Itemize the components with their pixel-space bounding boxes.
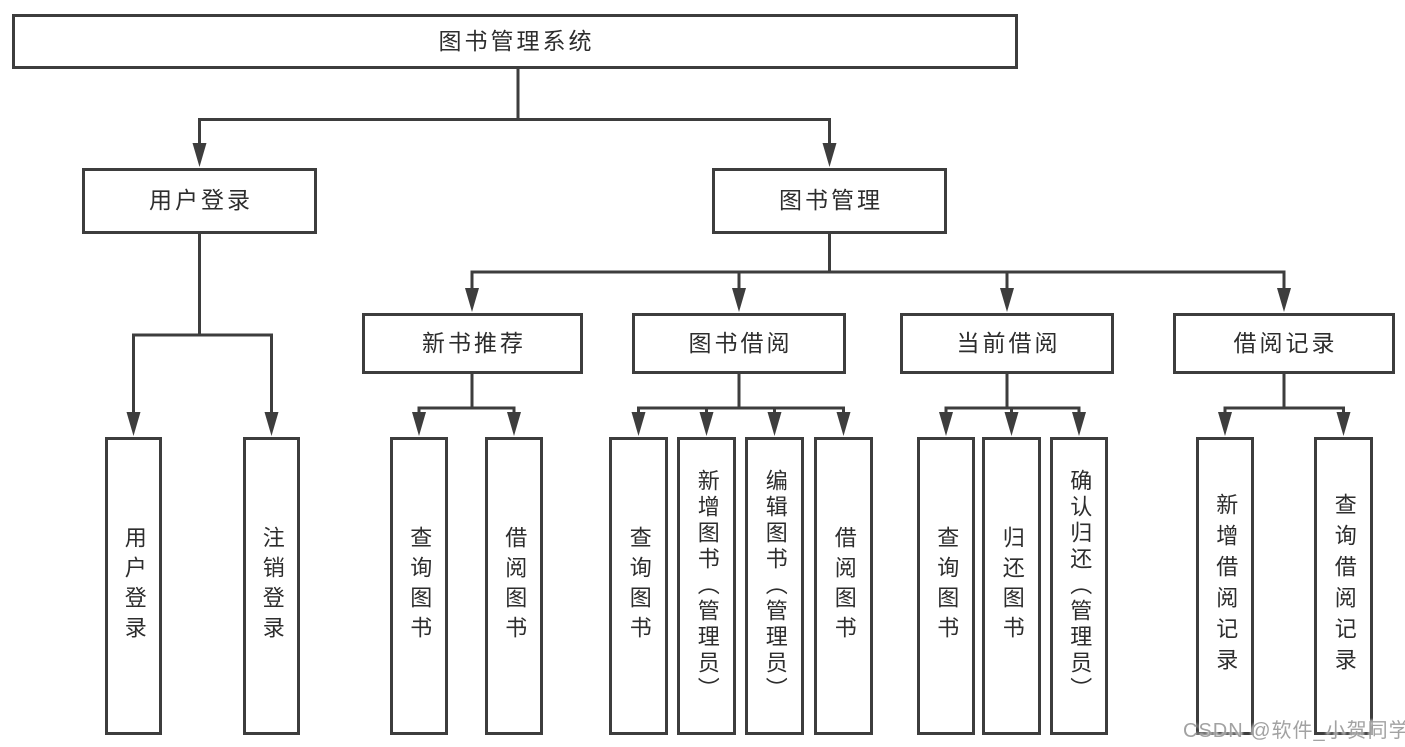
csdn-watermark: CSDN @软件_小贺同学 bbox=[1183, 720, 1405, 742]
leaf-logout: 注销登录 bbox=[243, 437, 300, 735]
node-current-borrowing-label: 当前借阅 bbox=[956, 329, 1061, 356]
leaf-add-borrow-record: 新增借阅记录 bbox=[1196, 437, 1254, 735]
node-book-borrowing: 图书借阅 bbox=[632, 313, 846, 374]
leaf-logout-label: 注销登录 bbox=[259, 526, 285, 646]
node-book-management-label: 图书管理 bbox=[779, 187, 883, 214]
leaf-borrow-books-borrowing-label: 借阅图书 bbox=[831, 526, 857, 646]
leaf-user-login-label: 用户登录 bbox=[121, 526, 147, 646]
leaf-confirm-return-admin-label: 确认归还（管理员） bbox=[1067, 469, 1093, 703]
node-current-borrowing: 当前借阅 bbox=[900, 313, 1114, 374]
leaf-borrow-books-newbook-label: 借阅图书 bbox=[502, 526, 528, 646]
leaf-add-book-admin: 新增图书（管理员） bbox=[677, 437, 736, 735]
leaf-confirm-return-admin: 确认归还（管理员） bbox=[1050, 437, 1108, 735]
leaf-query-borrow-record-label: 查询借阅记录 bbox=[1331, 493, 1357, 679]
leaf-query-borrow-record: 查询借阅记录 bbox=[1314, 437, 1373, 735]
leaf-return-books: 归还图书 bbox=[982, 437, 1041, 735]
node-new-book-recommend: 新书推荐 bbox=[362, 313, 583, 374]
node-user-login-label: 用户登录 bbox=[149, 187, 253, 214]
node-book-borrowing-label: 图书借阅 bbox=[688, 329, 793, 356]
node-borrowing-records: 借阅记录 bbox=[1173, 313, 1395, 374]
leaf-edit-book-admin-label: 编辑图书（管理员） bbox=[762, 469, 788, 703]
node-book-management: 图书管理 bbox=[712, 168, 947, 234]
leaf-query-books-newbook-label: 查询图书 bbox=[407, 526, 433, 646]
leaf-add-borrow-record-label: 新增借阅记录 bbox=[1213, 493, 1239, 679]
leaf-edit-book-admin: 编辑图书（管理员） bbox=[745, 437, 804, 735]
leaf-borrow-books-borrowing: 借阅图书 bbox=[814, 437, 873, 735]
leaf-query-books-newbook: 查询图书 bbox=[390, 437, 448, 735]
node-borrowing-records-label: 借阅记录 bbox=[1233, 329, 1338, 356]
node-root: 图书管理系统 bbox=[12, 14, 1018, 69]
leaf-add-book-admin-label: 新增图书（管理员） bbox=[694, 469, 720, 703]
leaf-borrow-books-newbook: 借阅图书 bbox=[485, 437, 543, 735]
leaf-query-books-current-label: 查询图书 bbox=[934, 526, 960, 646]
leaf-query-books-borrowing-label: 查询图书 bbox=[626, 526, 652, 646]
node-user-login: 用户登录 bbox=[82, 168, 317, 234]
leaf-return-books-label: 归还图书 bbox=[999, 526, 1025, 646]
leaf-query-books-current: 查询图书 bbox=[917, 437, 975, 735]
node-new-book-recommend-label: 新书推荐 bbox=[422, 329, 526, 356]
leaf-user-login: 用户登录 bbox=[105, 437, 162, 735]
node-root-label: 图书管理系统 bbox=[438, 27, 595, 54]
leaf-query-books-borrowing: 查询图书 bbox=[609, 437, 668, 735]
